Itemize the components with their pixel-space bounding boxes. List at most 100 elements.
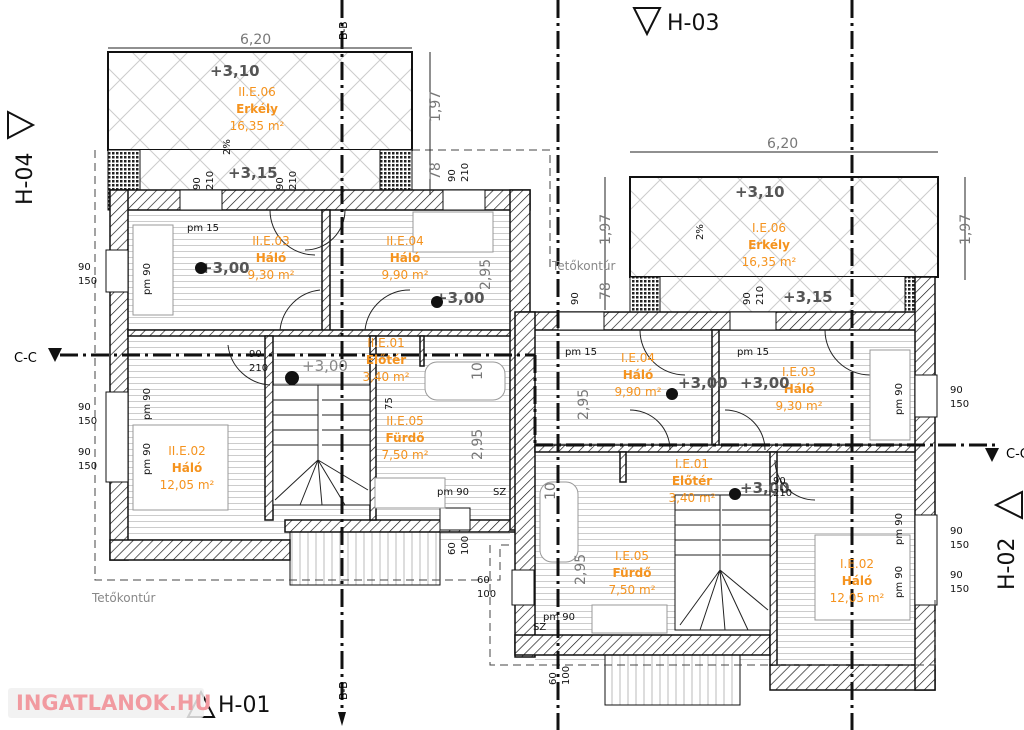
section-triangle-icon bbox=[993, 490, 1023, 520]
rooms-ii-e03-name: Háló bbox=[256, 251, 287, 265]
openings-d210: 210 bbox=[460, 163, 471, 182]
openings-w150: 150 bbox=[78, 461, 97, 472]
rooms-i-e05-name: Fürdő bbox=[613, 566, 652, 580]
openings-w100: 100 bbox=[561, 666, 572, 685]
rooms-ii-e04-area: 9,90 m² bbox=[381, 268, 428, 282]
openings-pm15: pm 15 bbox=[737, 347, 769, 358]
openings-d210: 210 bbox=[755, 286, 766, 305]
rooms-ii-e02-id: II.E.02 bbox=[168, 444, 206, 458]
section-cc-label: C-C bbox=[1006, 447, 1024, 462]
openings-d90: 90 bbox=[78, 262, 91, 273]
unit-ii bbox=[105, 51, 531, 586]
openings-d210: 210 bbox=[773, 488, 792, 499]
dims-height: 2,95 bbox=[478, 259, 494, 290]
openings-pm90: pm 90 bbox=[142, 443, 153, 475]
openings-d90: 90 bbox=[249, 349, 262, 360]
rooms-i-e03-name: Háló bbox=[784, 382, 815, 396]
openings-d90: 90 bbox=[78, 402, 91, 413]
dims-depth-small: 78 bbox=[598, 282, 614, 300]
openings-w150: 150 bbox=[950, 584, 969, 595]
rooms-ii-e04-id: II.E.04 bbox=[386, 234, 424, 248]
openings-pm90: pm 90 bbox=[894, 566, 905, 598]
rooms-i-e03-id: I.E.03 bbox=[782, 365, 816, 379]
rooms-ii-e01-name: Előtér bbox=[366, 353, 406, 367]
level-markers: +3,10 +3,15 +3,00 +3,00 +3,00 +3,10 +3,1… bbox=[195, 62, 833, 500]
levels-floor: +3,00 bbox=[740, 374, 790, 392]
dims-width: 6,20 bbox=[767, 136, 798, 152]
rooms-ii-e03-id: II.E.03 bbox=[252, 234, 290, 248]
dims-height: 2,95 bbox=[470, 429, 486, 460]
rooms-i-e02-area: 12,05 m² bbox=[830, 591, 885, 605]
openings-pm15: pm 15 bbox=[565, 347, 597, 358]
rooms-i-e04-name: Háló bbox=[623, 368, 654, 382]
rooms-i-e06-area: 16,35 m² bbox=[742, 255, 797, 269]
openings-d210: 210 bbox=[249, 363, 268, 374]
unit-i bbox=[511, 176, 939, 706]
levels-balcony: +3,10 bbox=[735, 183, 785, 201]
levels-floor: +3,00 bbox=[678, 374, 728, 392]
roof-contour-i bbox=[412, 149, 936, 666]
openings-d90: 90 bbox=[78, 447, 91, 458]
level-marker-icon bbox=[729, 488, 741, 500]
openings-d90: 90 bbox=[192, 177, 203, 190]
rooms-i-e03-area: 9,30 m² bbox=[775, 399, 822, 413]
dimensions: 6,20 6,20 1,97 78 1,97 78 1,97 2,95 2,95… bbox=[222, 32, 974, 585]
openings-pm90: pm 90 bbox=[142, 263, 153, 295]
openings-w60: 60 bbox=[477, 575, 490, 586]
rooms-i-e02-name: Háló bbox=[842, 574, 873, 588]
levels-floor: +3,00 bbox=[740, 479, 790, 497]
dims-width: 6,20 bbox=[240, 32, 271, 48]
watermark-logo: INGATLANOK.HU bbox=[8, 688, 212, 718]
openings-pm90: pm 90 bbox=[142, 388, 153, 420]
rooms-ii-e06-name: Erkély bbox=[236, 102, 278, 116]
rooms-i-e04-area: 9,90 m² bbox=[614, 385, 661, 399]
rooms-ii-e01-id: II.E.01 bbox=[367, 336, 405, 350]
section-bb-label: B-B bbox=[337, 21, 350, 40]
rooms-i-e05-area: 7,50 m² bbox=[608, 583, 655, 597]
rooms-ii-e06-id: II.E.06 bbox=[238, 85, 276, 99]
roof-contour-ii bbox=[94, 150, 510, 581]
openings-w100: 100 bbox=[477, 589, 496, 600]
openings-d210: 210 bbox=[205, 171, 216, 190]
rooms-ii-e04-name: Háló bbox=[390, 251, 421, 265]
section-h04: H-04 bbox=[13, 153, 38, 205]
levels-balcony: +3,10 bbox=[210, 62, 260, 80]
openings-d90: 90 bbox=[950, 526, 963, 537]
level-marker-icon bbox=[666, 388, 678, 400]
openings-slope: 2% bbox=[222, 139, 233, 155]
level-marker-icon bbox=[195, 262, 207, 274]
openings-pm90: pm 90 bbox=[543, 612, 575, 623]
watermark-text: INGATLANOK.HU bbox=[16, 691, 212, 715]
rooms-i-e01-name: Előtér bbox=[672, 474, 712, 488]
openings-slope: 2% bbox=[695, 224, 706, 240]
openings-w150: 150 bbox=[78, 276, 97, 287]
levels-floor: +3,00 bbox=[302, 357, 348, 375]
openings-pm90: pm 90 bbox=[894, 383, 905, 415]
rooms-i-e02-id: I.E.02 bbox=[840, 557, 874, 571]
rooms-ii-e05-id: II.E.05 bbox=[386, 414, 424, 428]
balcony-ii bbox=[107, 51, 413, 151]
openings-w60: 60 bbox=[548, 672, 559, 685]
openings-pm15: pm 15 bbox=[187, 223, 219, 234]
rooms-i-e04-id: I.E.04 bbox=[621, 351, 655, 365]
section-h01: H-01 bbox=[218, 693, 270, 718]
openings-w100: 100 bbox=[460, 536, 471, 555]
section-cc-label: C-C bbox=[14, 351, 37, 366]
level-marker-icon bbox=[431, 296, 443, 308]
rooms-i-e01-area: 3,40 m² bbox=[668, 491, 715, 505]
rooms-i-e05-id: I.E.05 bbox=[615, 549, 649, 563]
openings-d210: 210 bbox=[288, 171, 299, 190]
openings-sz: SZ bbox=[533, 622, 546, 633]
dims-depth-small: 78 bbox=[428, 162, 444, 180]
